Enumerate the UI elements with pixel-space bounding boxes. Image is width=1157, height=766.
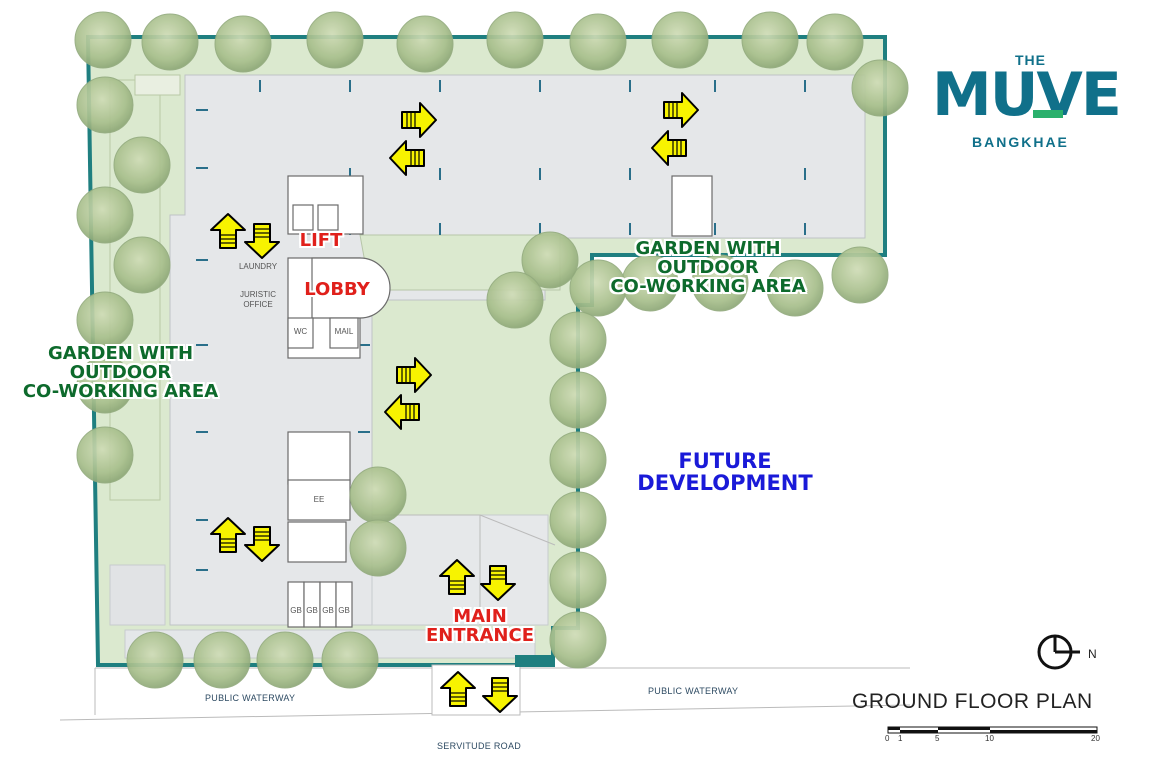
tree-icon bbox=[349, 466, 407, 524]
tree-icon bbox=[349, 519, 407, 577]
public-waterway-right-label: PUBLIC WATERWAY bbox=[648, 686, 739, 696]
scale-tick-label: 20 bbox=[1091, 734, 1100, 743]
core-building bbox=[287, 175, 713, 628]
scale-tick-label: 5 bbox=[935, 734, 940, 743]
north-label: N bbox=[1088, 647, 1097, 661]
tree-icon bbox=[741, 11, 799, 69]
servitude-road-label: SERVITUDE ROAD bbox=[437, 741, 522, 751]
tree-icon bbox=[549, 551, 607, 609]
tree-icon bbox=[651, 11, 709, 69]
tree-icon bbox=[193, 631, 251, 689]
public-waterway-left-label: PUBLIC WATERWAY bbox=[205, 693, 296, 703]
tree-icon bbox=[141, 13, 199, 71]
main-entrance-label: MAIN ENTRANCE bbox=[426, 606, 534, 646]
tree-icon bbox=[214, 15, 272, 73]
tree-icon bbox=[113, 236, 171, 294]
room-gb: GB bbox=[338, 606, 350, 615]
tree-icon bbox=[569, 13, 627, 71]
garden-west-label: GARDEN WITH OUTDOOR CO-WORKING AREA bbox=[22, 343, 219, 402]
tree-icon bbox=[569, 259, 627, 317]
tree-icon bbox=[549, 491, 607, 549]
logo-wordmark: MUVE bbox=[932, 60, 1122, 130]
tree-group bbox=[74, 11, 909, 689]
scale-tick-label: 10 bbox=[985, 734, 994, 743]
tree-icon bbox=[521, 231, 579, 289]
room-gb: GB bbox=[290, 606, 302, 615]
logo-accent-bar bbox=[1033, 110, 1063, 118]
tree-icon bbox=[831, 246, 889, 304]
tree-icon bbox=[691, 254, 749, 312]
plan-title: GROUND FLOOR PLAN bbox=[852, 690, 1093, 713]
brand-logo: THE MUVE BANGKHAE bbox=[930, 50, 1135, 150]
room-wc: WC bbox=[293, 327, 308, 336]
north-arrow-icon bbox=[1037, 634, 1080, 670]
tree-icon bbox=[256, 631, 314, 689]
tree-icon bbox=[76, 426, 134, 484]
tree-icon bbox=[113, 136, 171, 194]
tree-icon bbox=[396, 15, 454, 73]
room-gb: GB bbox=[306, 606, 318, 615]
scale-tick-label: 0 bbox=[885, 734, 890, 743]
room-mail: MAIL bbox=[334, 327, 354, 336]
tree-icon bbox=[126, 631, 184, 689]
room-juristic-office: JURISTIC OFFICE bbox=[240, 290, 276, 309]
tree-icon bbox=[76, 291, 134, 349]
lift-label: LIFT bbox=[299, 230, 343, 251]
tree-icon bbox=[806, 13, 864, 71]
tree-icon bbox=[549, 611, 607, 669]
room-gb: GB bbox=[322, 606, 334, 615]
future-development-label: FUTURE DEVELOPMENT bbox=[637, 449, 813, 496]
tree-icon bbox=[486, 271, 544, 329]
tree-icon bbox=[76, 76, 134, 134]
tree-icon bbox=[549, 371, 607, 429]
tree-icon bbox=[76, 356, 134, 414]
tree-icon bbox=[766, 259, 824, 317]
tree-icon bbox=[549, 311, 607, 369]
tree-icon bbox=[306, 11, 364, 69]
tree-icon bbox=[851, 59, 909, 117]
garden-north-label: GARDEN WITH OUTDOOR CO-WORKING AREA bbox=[610, 238, 806, 297]
tree-icon bbox=[76, 186, 134, 244]
logo-location: BANGKHAE bbox=[972, 134, 1069, 150]
tree-icon bbox=[321, 631, 379, 689]
room-laundry: LAUNDRY bbox=[238, 262, 278, 271]
room-ee: EE bbox=[313, 495, 325, 504]
logo-the: THE bbox=[1015, 52, 1046, 68]
tree-icon bbox=[74, 11, 132, 69]
scale-tick-label: 1 bbox=[898, 734, 903, 743]
scale-bar bbox=[887, 726, 1098, 734]
lobby-label: LOBBY bbox=[304, 279, 370, 300]
tree-icon bbox=[486, 11, 544, 69]
tree-icon bbox=[549, 431, 607, 489]
